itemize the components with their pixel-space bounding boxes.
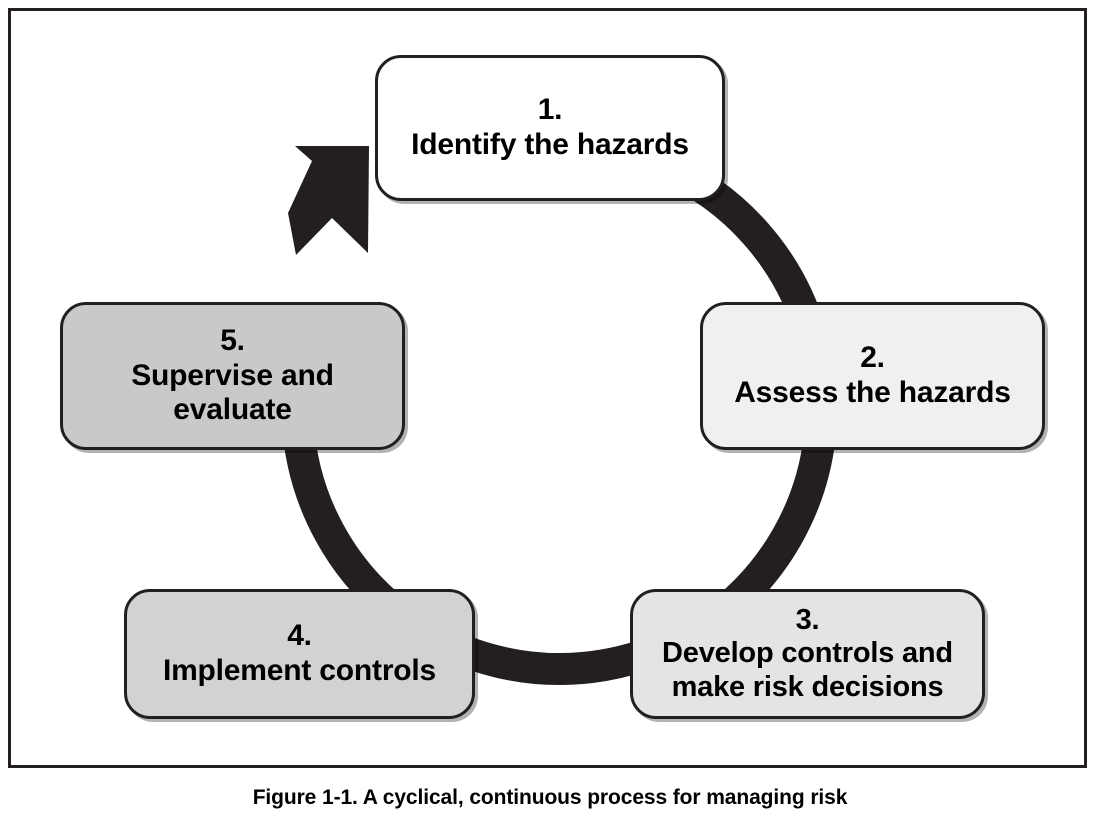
step-number: 2. [860,341,885,375]
step-number: 1. [537,93,563,127]
figure-caption: Figure 1-1. A cyclical, continuous proce… [252,786,848,809]
step-label: Develop controls and make risk decisions [662,637,953,703]
process-step-identify-the-hazards[interactable]: 1. Identify the hazards [375,55,725,201]
process-step-supervise-and-evaluate[interactable]: 5. Supervise and evaluate [60,302,405,450]
step-label: Supervise and evaluate [131,358,334,427]
process-step-assess-the-hazards[interactable]: 2. Assess the hazards [700,302,1045,450]
process-step-implement-controls[interactable]: 4. Implement controls [124,589,475,719]
step-label: Implement controls [162,654,437,687]
step-label: Assess the hazards [734,376,1011,409]
step-number: 4. [287,619,312,653]
process-step-develop-controls-and-make-risk-decisions[interactable]: 3. Develop controls and make risk decisi… [630,589,985,719]
step-number: 3. [795,603,820,636]
step-number: 5. [220,323,245,357]
step-label: Identify the hazards [411,128,689,161]
